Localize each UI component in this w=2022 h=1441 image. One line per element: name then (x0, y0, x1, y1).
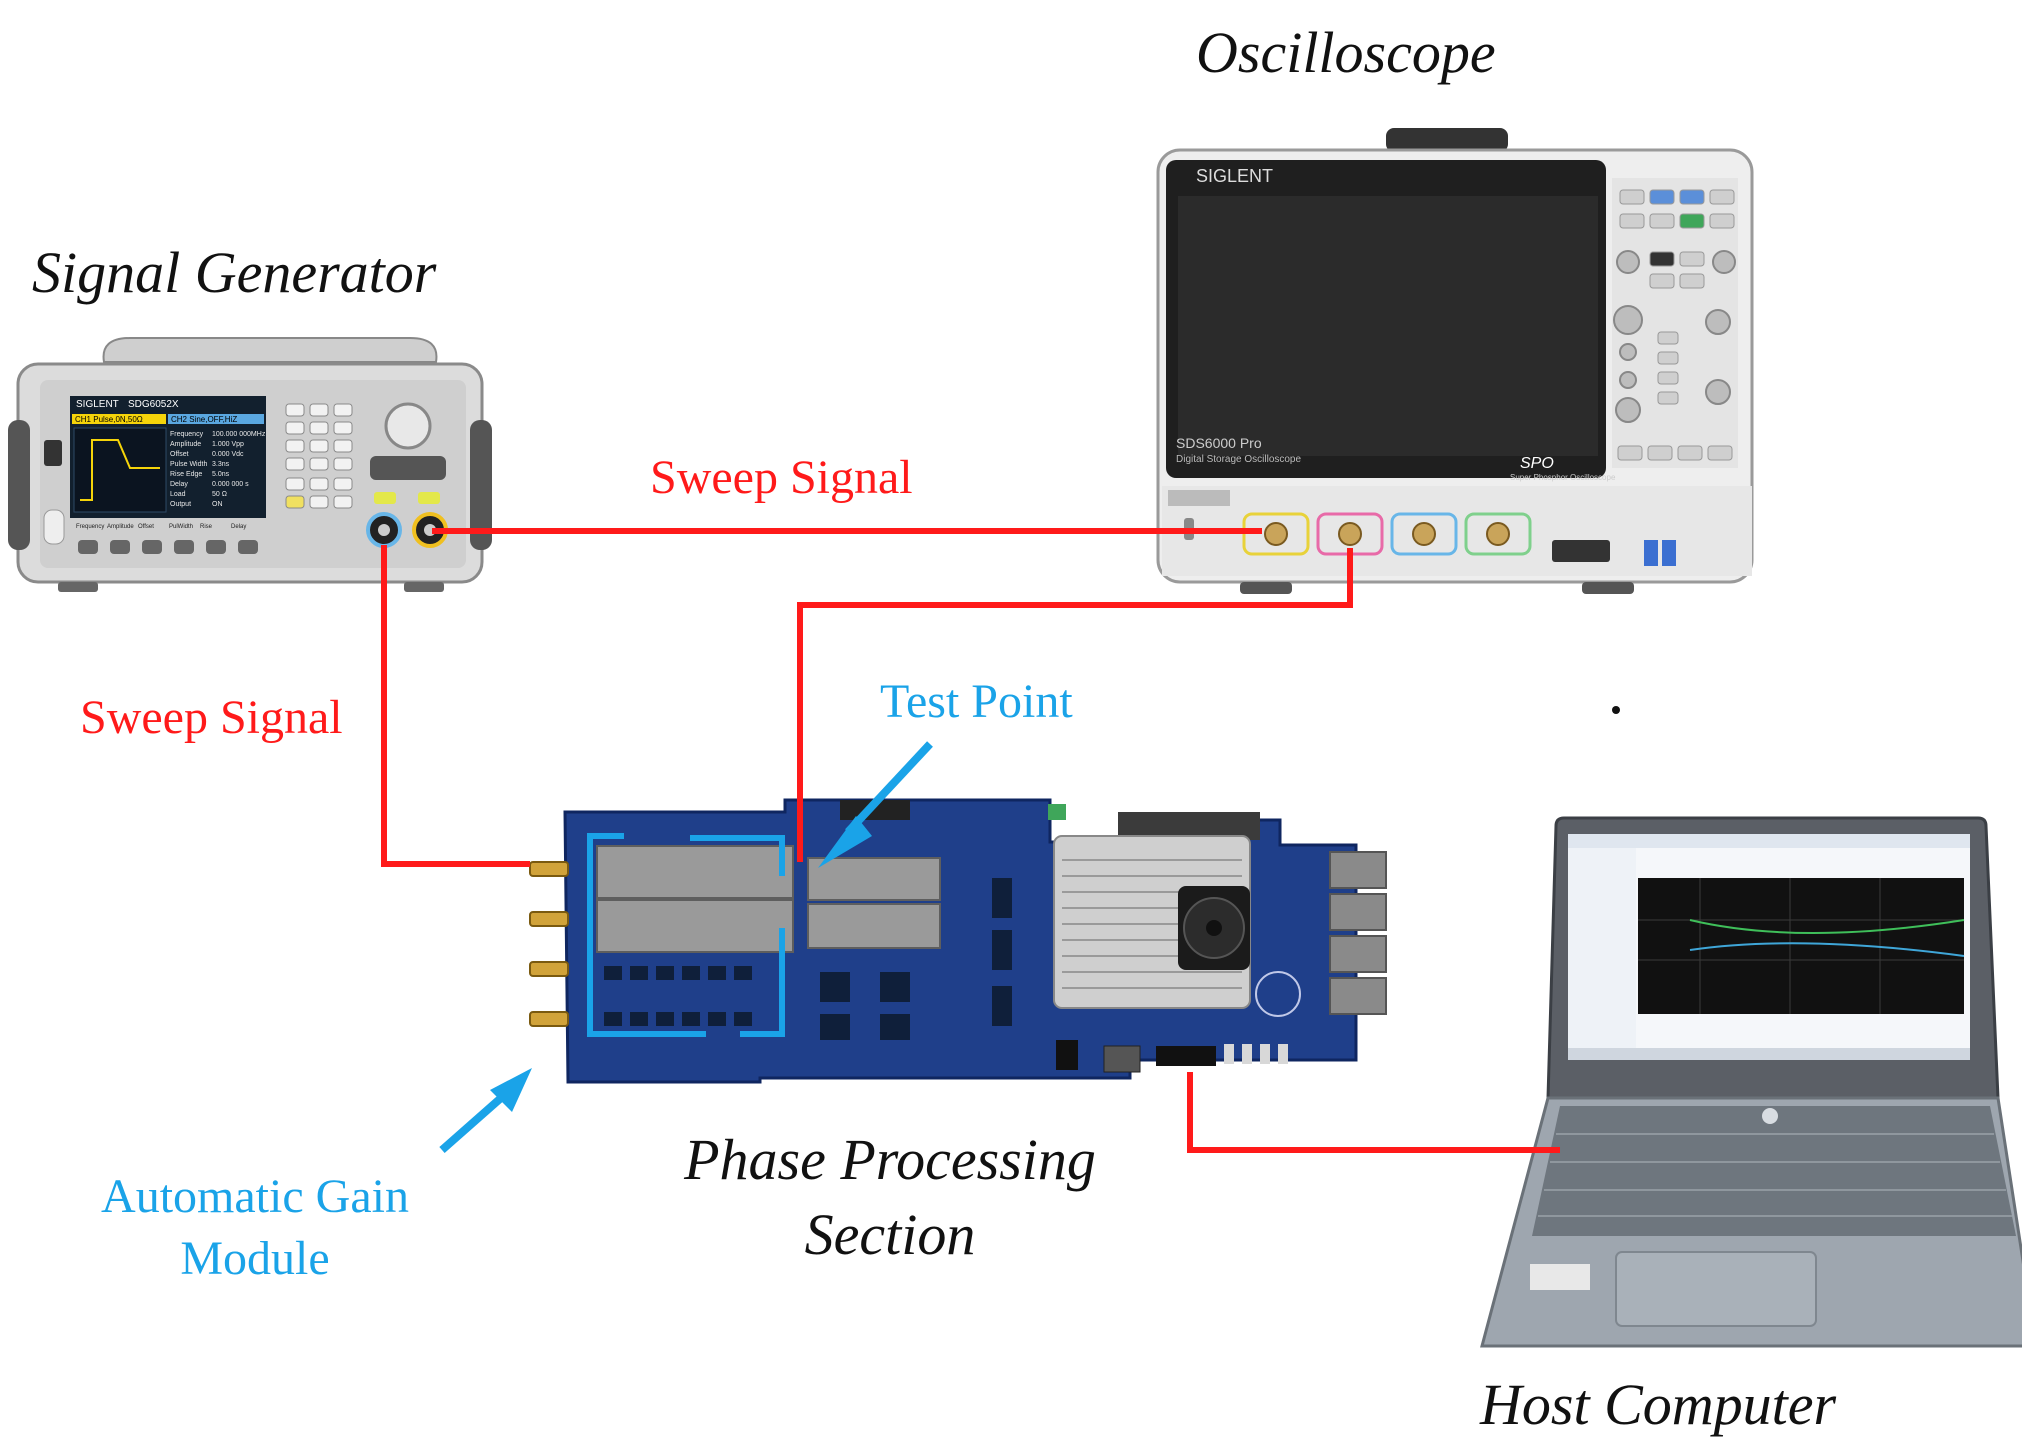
agm-arrowhead (490, 1068, 532, 1112)
sg-param-name: Output (170, 501, 191, 508)
sg-param-value: 0.000 Vdc (212, 451, 244, 458)
sg-ch2: CH2 Sine,OFF,HiZ (171, 415, 237, 424)
scope-logo-sub: Super Phosphor Oscilloscope (1510, 473, 1616, 482)
scope-subtitle: Digital Storage Oscilloscope (1176, 454, 1301, 465)
sg-param-value: 100.000 000MHz (212, 431, 266, 438)
sg-softkey-label: Offset (138, 524, 154, 530)
signal-cables (381, 528, 1560, 1153)
phase-processing-board (529, 798, 1387, 1084)
signal-generator: SIGLENT SDG6052X CH1 Pulse,0N,50Ω CH2 Si… (8, 337, 492, 592)
agm-label-line1: Automatic Gain (101, 1170, 409, 1223)
oscilloscope: SIGLENT SDS6000 Pro Digital Storage Osci… (1156, 128, 1754, 594)
scope-knobs (1613, 250, 1736, 423)
sweep-signal-label-top: Sweep Signal (650, 451, 913, 504)
sg-param-value: 3.3ns (212, 461, 230, 468)
sg-param-name: Delay (170, 481, 188, 488)
ethernet-ports (1329, 851, 1387, 1015)
sg-model: SDG6052X (128, 399, 179, 410)
sg-softkey-label: Delay (231, 524, 246, 530)
agm-outline (587, 833, 785, 1037)
sg-param-name: Offset (170, 451, 189, 458)
sg-param-name: Pulse Width (170, 461, 207, 468)
scope-model: SDS6000 Pro (1176, 435, 1262, 451)
sg-param-value: 5.0ns (212, 471, 230, 478)
fpga-heatsink (1053, 835, 1251, 1009)
sg-param-name: Load (170, 491, 186, 498)
sg-ch1: CH1 Pulse,0N,50Ω (75, 415, 143, 424)
agm-label-line2: Module (180, 1232, 330, 1286)
sg-param-value: 0.000 000 s (212, 481, 249, 488)
signal-generator-label: Signal Generator (32, 240, 437, 305)
host-computer (1480, 816, 2022, 1348)
agm-shield-cans (596, 845, 941, 953)
cable-gen-to-board (381, 545, 530, 867)
scope-logo: SPO (1520, 455, 1554, 472)
dot-mark (1612, 706, 1620, 714)
agm-components (604, 878, 1012, 1040)
sg-knob (384, 402, 432, 450)
sg-param-name: Rise Edge (170, 471, 202, 478)
cable-board-to-pc (1187, 1072, 1560, 1153)
scope-control-buttons (1617, 189, 1735, 461)
sg-softkey-label: PulWidth (169, 524, 193, 530)
test-point-arrowhead (818, 816, 872, 868)
sg-softkey-label: Frequency (76, 524, 104, 530)
sg-brand: SIGLENT (76, 399, 119, 410)
sweep-signal-label-left: Sweep Signal (80, 691, 343, 744)
automatic-gain-module-label: Automatic Gain Module (60, 1166, 450, 1291)
sma-connectors (529, 861, 569, 1027)
sg-softkey-label: Rise (200, 524, 213, 530)
sg-keypad (285, 403, 353, 509)
cable-scope-to-testpoint (797, 548, 1353, 862)
pps-label-line2: Section (804, 1202, 976, 1268)
sg-param-name: Amplitude (170, 441, 201, 448)
pps-label-line1: Phase Processing (684, 1127, 1096, 1192)
test-point-label: Test Point (880, 675, 1073, 728)
sg-param-value: ON (212, 501, 223, 508)
scope-brand: SIGLENT (1196, 166, 1273, 186)
sg-param-value: 1.000 Vpp (212, 441, 244, 448)
annotation-arrows (439, 741, 933, 1153)
sg-softkey-label: Amplitude (107, 524, 134, 530)
host-computer-label: Host Computer (1480, 1372, 1837, 1437)
sg-param-value: 50 Ω (212, 491, 227, 498)
sg-param-name: Frequency (170, 431, 204, 438)
oscilloscope-label: Oscilloscope (1196, 20, 1496, 85)
phase-processing-section-label: Phase Processing Section (630, 1122, 1150, 1273)
